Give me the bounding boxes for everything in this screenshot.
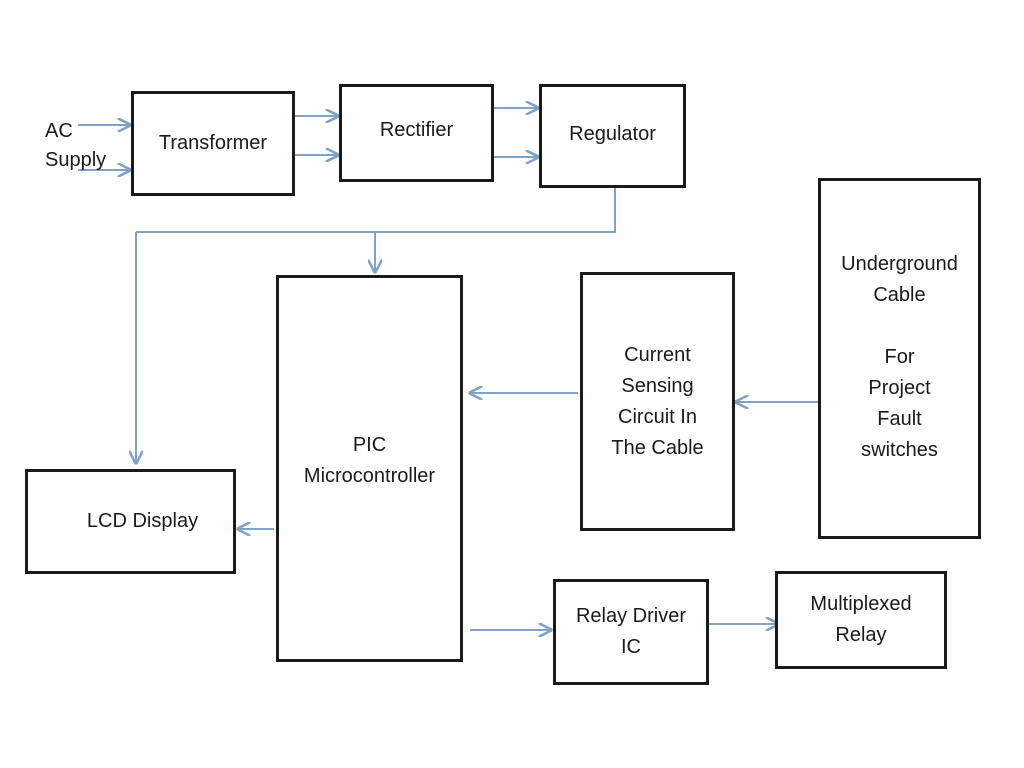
lcd-display-label: LCD Display: [86, 510, 199, 532]
transformer-block: Transformer: [131, 91, 295, 196]
multiplexed-relay-label: Multiplexed Relay: [810, 593, 912, 646]
underground-cable-block: Underground Cable For Project Fault swit…: [818, 178, 981, 539]
regulator-label: Regulator: [569, 122, 656, 145]
regulator-block: Regulator: [539, 84, 686, 188]
current-sensing-block: Current Sensing Circuit In The Cable: [580, 272, 735, 531]
transformer-label: Transformer: [158, 132, 268, 154]
underground-cable-label: Underground Cable For Project Fault swit…: [841, 253, 958, 461]
lcd-display-block: LCD Display: [25, 469, 236, 574]
rectifier-block: Rectifier: [339, 84, 494, 182]
rectifier-label: Rectifier: [379, 118, 454, 141]
pic-microcontroller-block: PIC Microcontroller: [276, 275, 463, 662]
ac-supply-label: AC Supply: [45, 120, 107, 171]
pic-microcontroller-label: PIC Microcontroller: [303, 433, 436, 487]
multiplexed-relay-block: Multiplexed Relay: [775, 571, 947, 669]
relay-driver-label: Relay Driver IC: [575, 605, 687, 658]
wire-regulator-down: [136, 188, 616, 233]
relay-driver-block: Relay Driver IC: [553, 579, 709, 685]
current-sensing-label: Current Sensing Circuit In The Cable: [611, 343, 704, 459]
